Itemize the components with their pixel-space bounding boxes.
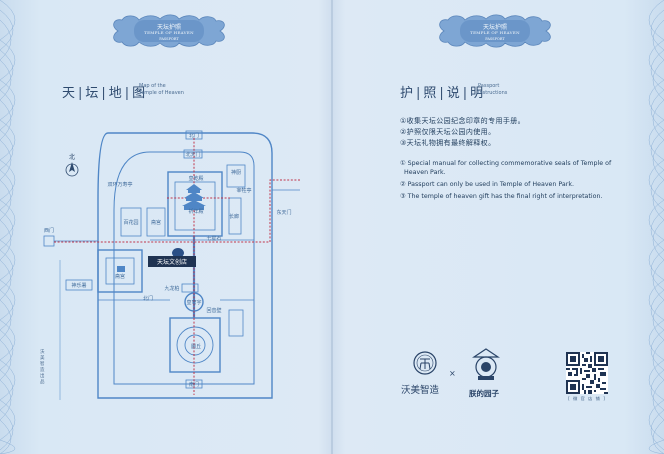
- instruction-cn-2: ②护照仅限天坛公园内使用。: [400, 128, 496, 136]
- left-guilloche-border: [0, 0, 16, 454]
- building-baihuayuan: [120, 207, 142, 237]
- right-cloud-seal: 天坛护照 TEMPLE OF HEAVEN PASSPORT: [432, 12, 558, 50]
- seal-title: 天坛护照: [482, 24, 507, 31]
- label-xiangdian: 斋宫: [151, 219, 161, 226]
- zhaigong-enclosure: [97, 249, 143, 293]
- label-south-gate: 南门: [189, 381, 199, 388]
- instruction-en-1: ① Special manual for collecting commemor…: [400, 160, 612, 167]
- label-north-gate: 北门: [189, 132, 199, 139]
- seal-caption: PASSPORT: [159, 37, 179, 41]
- huanqiu-inner: [184, 334, 206, 356]
- label-north-tianmen: 北天门: [185, 151, 200, 158]
- label-huiyinbi: 回音壁: [206, 307, 221, 314]
- left-cloud-seal: 天坛护照 TEMPLE OF HEAVEN PASSPORT: [106, 12, 232, 50]
- label-west-gate: 西门: [44, 227, 54, 234]
- label-huanqiu: 圜丘: [191, 344, 201, 350]
- label-huangqiongyu: 皇穹宇: [186, 299, 201, 306]
- building-shenku: [226, 164, 246, 188]
- title-en-line-1: Passport: [478, 83, 500, 89]
- north-arrow-icon: [65, 162, 79, 177]
- qr-caption: [ 微 官 店 铺 ]: [568, 396, 606, 401]
- route-east: [269, 179, 300, 242]
- right-guilloche-border: [648, 0, 664, 454]
- instruction-en-2: ② Passport can only be used in Temple of…: [400, 181, 575, 188]
- outer-wall: [97, 132, 273, 399]
- seal-caption: PASSPORT: [485, 37, 505, 41]
- vertical-credit: 沃美智造出品: [40, 350, 45, 385]
- temple-of-heaven-map: 北 天坛文创店 北门 北天门 神厨 宰牲亭 双环万寿亭 祈年殿 皇乾殿 东天门 …: [43, 130, 300, 400]
- zhaigong-inner: [105, 257, 135, 285]
- instruction-cn-1: ①收集天坛公园纪念印章的专用手册。: [400, 117, 526, 125]
- instructions-page-title-en: Passport Instructions: [478, 83, 507, 97]
- seal-title: 天坛护照: [156, 24, 181, 31]
- north-inner-gate-box: [183, 149, 203, 159]
- label-qiniandian: 祈年殿: [188, 208, 203, 215]
- qr-code-icon[interactable]: [566, 352, 608, 394]
- cloud-seal-icon: [113, 14, 225, 48]
- west-gate-box: [43, 235, 55, 247]
- brand-zhen: 朕的园子: [469, 389, 499, 398]
- title-en-line-2: Temple of Heaven: [139, 90, 184, 96]
- label-east-gate: 东天门: [276, 209, 291, 216]
- label-baihuayuan: 百花园: [123, 219, 138, 226]
- seal-subtitle: TEMPLE OF HEAVEN: [144, 30, 194, 35]
- instruction-en-3: ③ The temple of heaven gift has the fina…: [400, 193, 603, 200]
- label-jiulongbai: 九龙柏: [164, 285, 179, 292]
- title-en-line-2: Instructions: [478, 90, 508, 96]
- instructions-page-title: 护|照|说|明: [400, 86, 487, 101]
- map-page-title-en: Map of the Temple of Heaven: [139, 83, 184, 97]
- inner-wall: [113, 151, 255, 385]
- qiniandian-icon: [182, 184, 206, 210]
- title-en-line-1: Map of the: [139, 83, 166, 89]
- huanqiu-outer: [176, 326, 214, 364]
- zhaigong-icon: [117, 266, 125, 272]
- shop-label-bg: [148, 256, 196, 267]
- building-shenyue: [228, 309, 244, 337]
- label-qixingshi: 七星石: [206, 235, 221, 242]
- shop-label[interactable]: 天坛文创店: [157, 258, 187, 266]
- north-label: 北: [69, 153, 75, 161]
- brand-womei: 沃美智造: [401, 385, 440, 396]
- label-changlang: 长廊: [229, 213, 239, 220]
- zhen-garden-logo-icon: [472, 348, 500, 380]
- instruction-en-1b: Heaven Park.: [404, 169, 446, 176]
- label-shenyueshu: 神乐署: [71, 282, 86, 289]
- label-shenku: 神厨: [231, 169, 241, 176]
- seal-subtitle: TEMPLE OF HEAVEN: [470, 30, 520, 35]
- building-changlang: [228, 197, 242, 235]
- label-zhaigong: 斋宫: [115, 273, 125, 280]
- label-shuanghuan: 双环万寿亭: [107, 181, 132, 188]
- brand-cross: ×: [449, 369, 456, 378]
- chengzhen-gate-box: [181, 283, 199, 293]
- label-huangqiandian: 皇乾殿: [188, 175, 203, 182]
- instruction-cn-3: ③天坛礼物拥有最终解释权。: [400, 139, 496, 147]
- building-zhaigong-side: [146, 207, 166, 237]
- center-fold: [331, 0, 333, 454]
- cloud-seal-icon: [439, 14, 551, 48]
- label-zaisheng: 宰牲亭: [236, 187, 251, 194]
- map-page-title: 天|坛|地|图: [62, 86, 149, 101]
- huanqiu-enclosure: [169, 317, 221, 373]
- building-shenyueshu: [65, 279, 93, 291]
- womei-logo-icon: [413, 351, 437, 375]
- qiniandian-inner: [174, 181, 216, 231]
- label-bei: 北门: [143, 295, 153, 302]
